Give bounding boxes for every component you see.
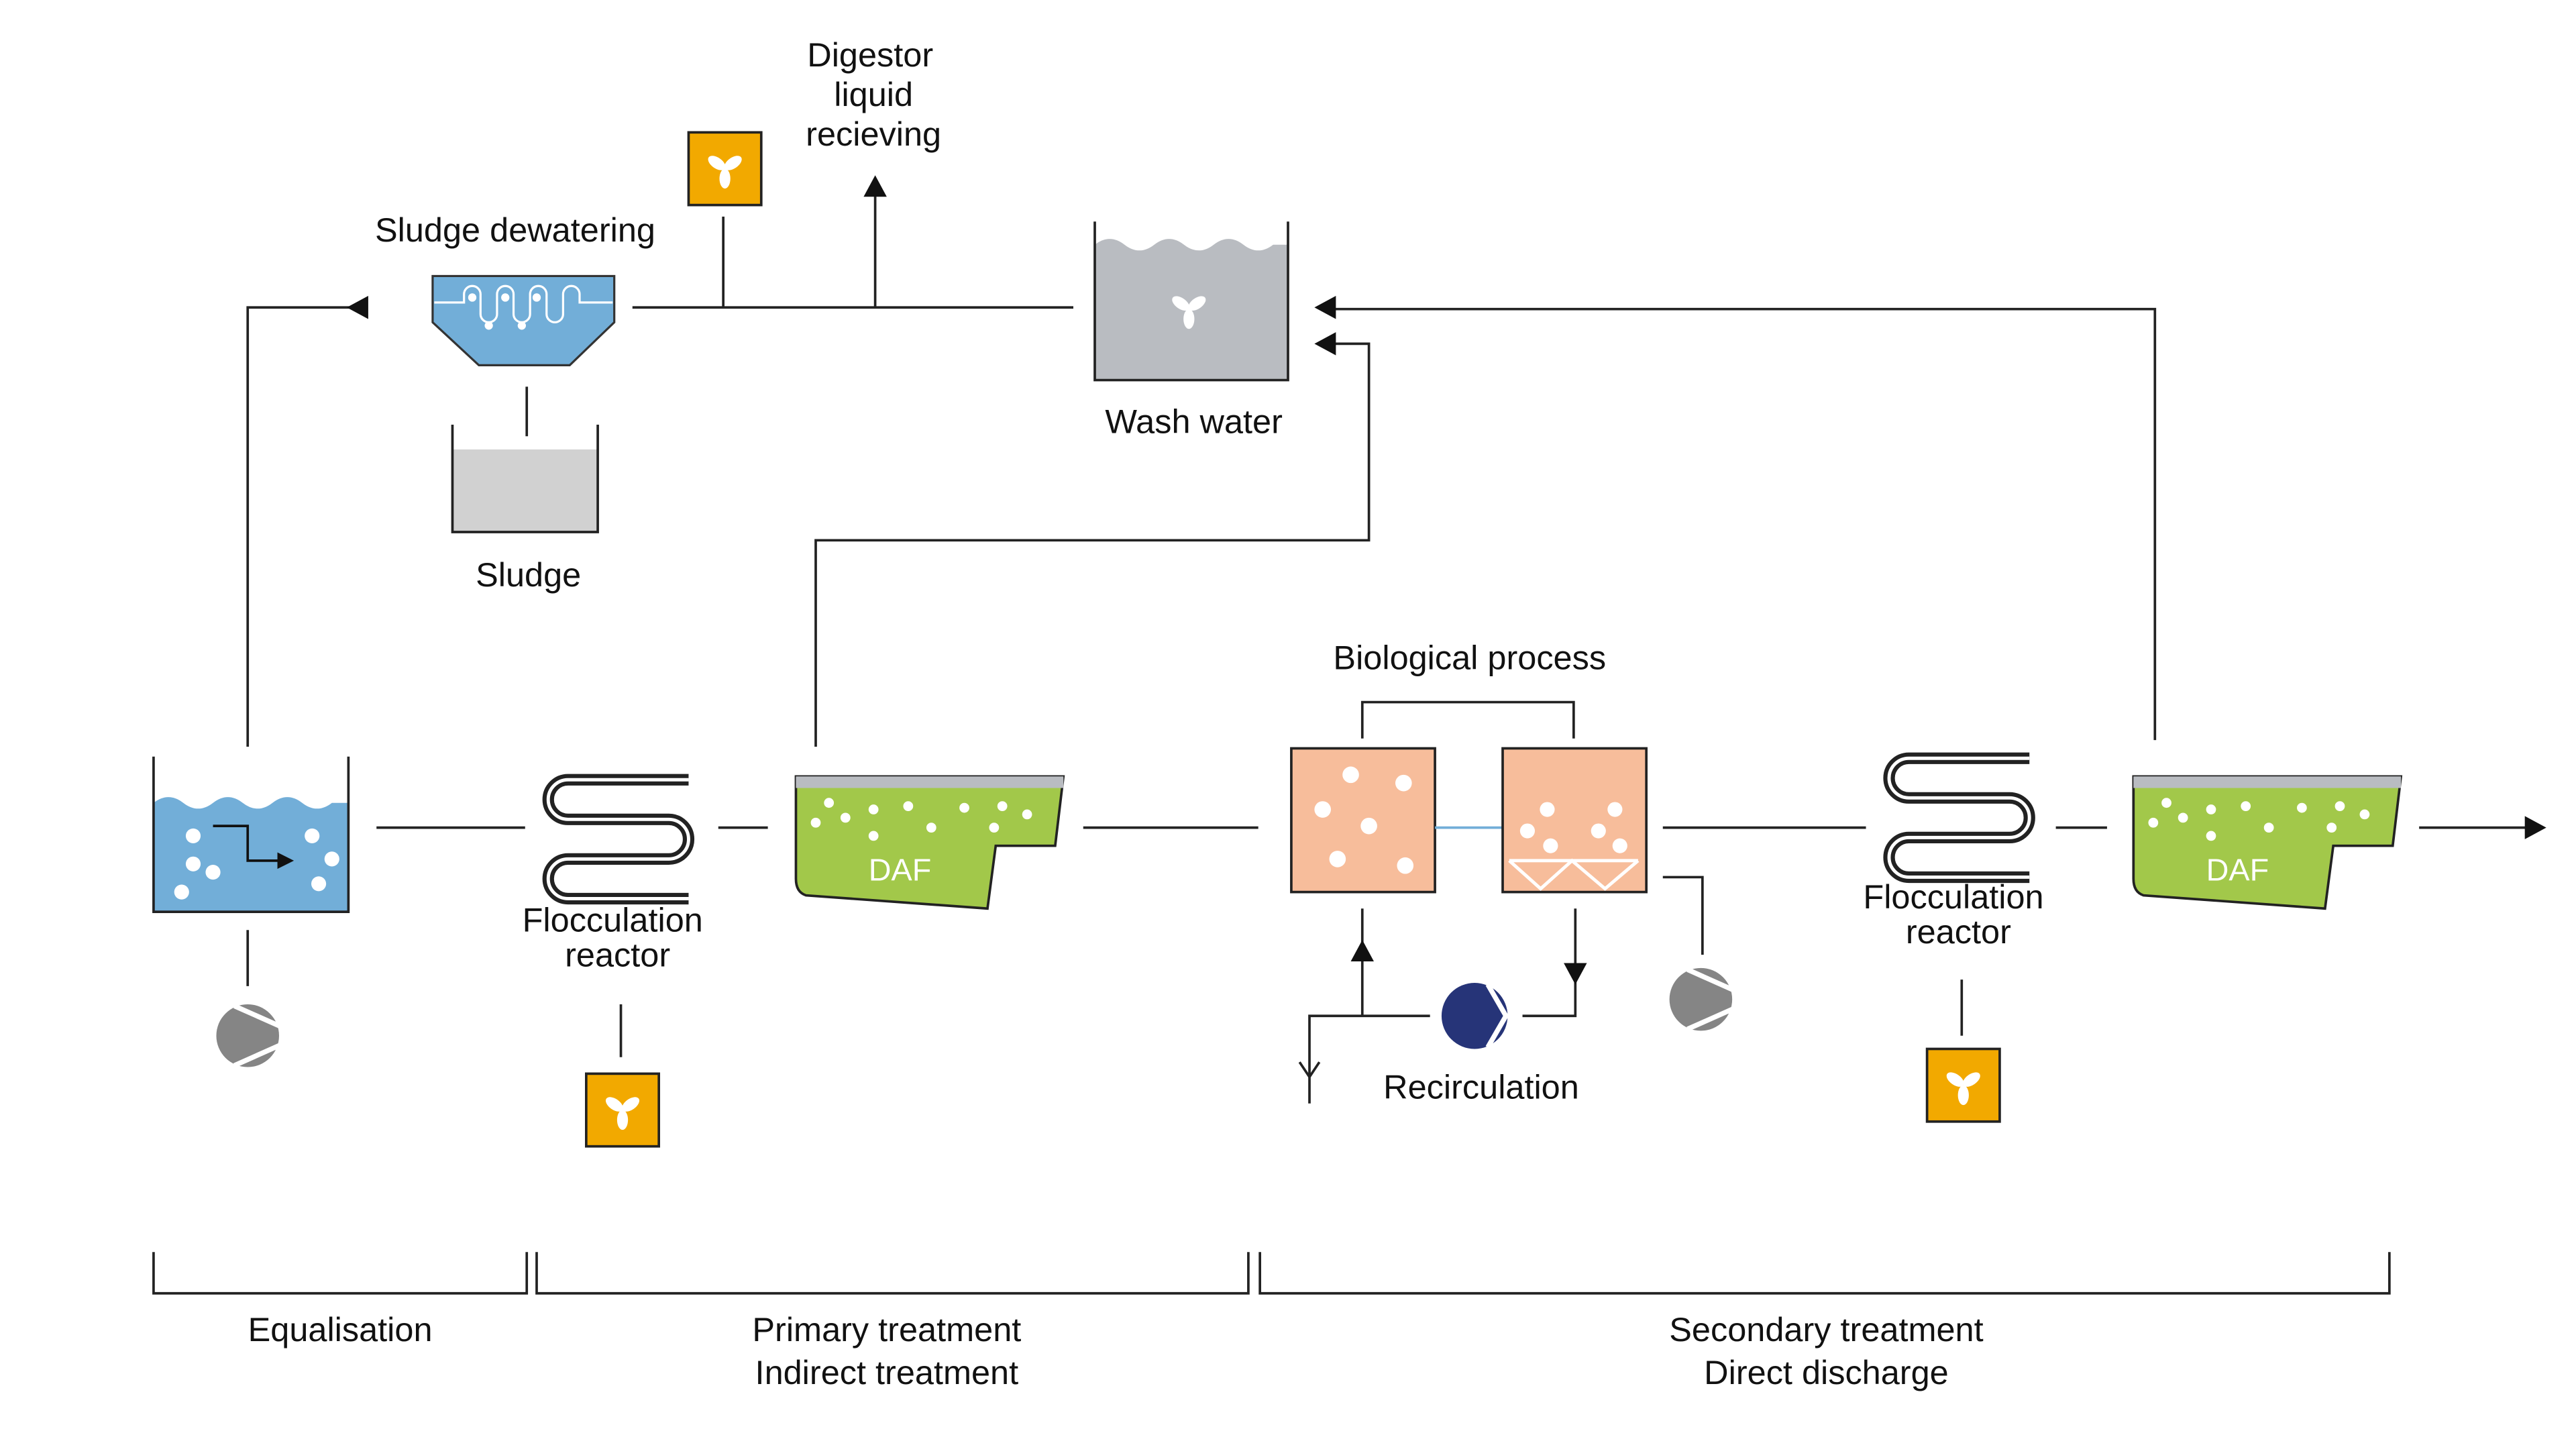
arrow-icon: [346, 296, 368, 319]
arrow-icon: [1314, 332, 1336, 356]
label-biological-process: Biological process: [1333, 638, 1606, 676]
daf-unit-1: [794, 775, 1065, 910]
wash-water-tank: [1093, 221, 1289, 382]
label-recirculation: Recirculation: [1383, 1067, 1579, 1106]
fan-icon: [1927, 1049, 2000, 1121]
equalisation-tank: [152, 756, 350, 914]
sludge-container: [451, 425, 599, 533]
recirculation-pipe: [1308, 908, 1577, 1104]
arrow-down-icon: [1564, 963, 1587, 985]
fan-icon: [688, 132, 761, 205]
label-sludge: Sludge: [476, 555, 581, 594]
daf-unit-2: [2132, 775, 2402, 910]
pipe-equalisation-to-dewatering: [246, 306, 350, 747]
bio-tank-2: [1501, 747, 1648, 894]
label-daf-2: DAF: [2206, 852, 2269, 887]
outlet-arrow-icon: [2524, 816, 2546, 839]
flocculation-coil-icon: [548, 780, 688, 898]
flocculation-coil-icon: [1889, 758, 2029, 877]
sludge-dewatering-unit: [431, 274, 616, 366]
fan-icon: [586, 1073, 659, 1146]
label-sludge-dewatering: Sludge dewatering: [375, 211, 655, 249]
pipe-daf2-to-washwater: [1334, 307, 2157, 741]
arrow-up-icon: [863, 175, 887, 197]
arrow-icon: [1314, 296, 1336, 319]
bio-bracket: [1360, 700, 1575, 739]
pump-icon: [216, 1004, 279, 1067]
stage-bracket-equalisation: [152, 1252, 529, 1295]
stage-bracket-secondary: [1258, 1252, 2391, 1295]
arrow-up-icon: [1350, 940, 1374, 961]
label-wash-water: Wash water: [1105, 402, 1283, 440]
drain-icon: [1298, 1061, 1321, 1079]
pipe-to-pump: [1662, 876, 1704, 955]
label-daf-1: DAF: [869, 852, 932, 887]
stage-bracket-primary: [535, 1252, 1250, 1295]
recirculation-pump-icon: [1441, 983, 1509, 1049]
pipe-daf1-to-washwater: [814, 342, 1371, 747]
bio-tank-1: [1290, 747, 1436, 894]
pump-icon: [1670, 968, 1733, 1031]
stage-label-equalisation: Equalisation: [248, 1310, 433, 1348]
